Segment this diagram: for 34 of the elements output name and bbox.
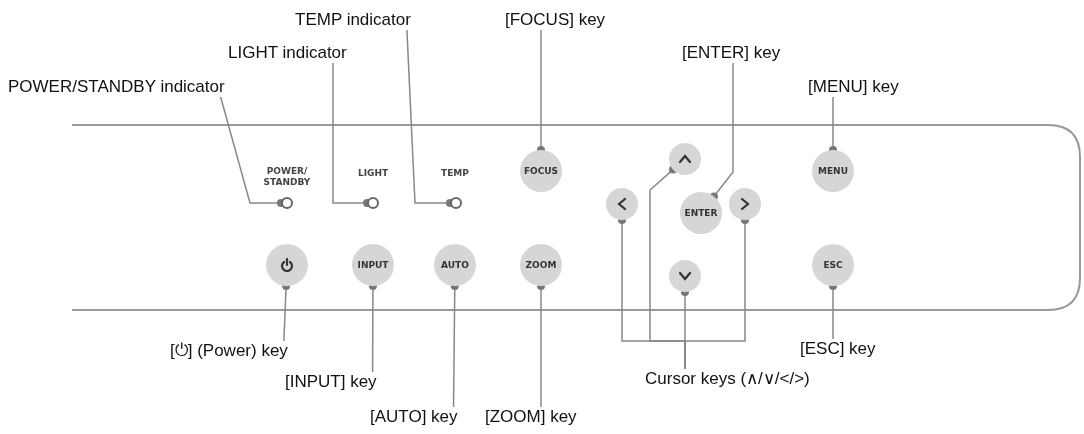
indicator-lamp [367,197,379,209]
panel-label: POWER/ STANDBY [262,166,312,188]
key-button: INPUT [352,244,394,286]
key-button: AUTO [434,244,476,286]
panel-label: TEMP [440,168,470,179]
key-button [606,188,638,220]
key-button: ZOOM [520,244,562,286]
key-button: ESC [812,244,854,286]
callout-label: [ENTER] key [682,43,781,63]
callout-label: [ZOOM] key [485,407,577,427]
leader-line [332,62,371,207]
callout-label: TEMP indicator [295,10,411,30]
callout-label: [⏻] (Power) key [170,341,288,361]
key-button [669,143,701,175]
leader-line [219,96,285,207]
callout-label: [AUTO] key [370,407,458,427]
key-button: FOCUS [520,150,562,192]
key-button: MENU [812,150,854,192]
leader-line [406,29,454,207]
leader-line [709,62,734,201]
key-button [669,260,701,292]
key-button: ENTER [680,192,722,234]
panel-label: LIGHT [356,168,390,179]
callout-label: Cursor keys (∧/∨/</>) [645,369,810,389]
callout-label: [ESC] key [800,339,876,359]
key-button [266,244,308,286]
indicator-lamp [450,197,462,209]
callout-label: [MENU] key [808,77,899,97]
callout-label: LIGHT indicator [228,43,347,63]
callout-label: POWER/STANDBY indicator [8,77,225,97]
callout-label: [FOCUS] key [505,10,606,30]
callout-label: [INPUT] key [285,372,377,392]
indicator-lamp [281,197,293,209]
key-button [729,188,761,220]
